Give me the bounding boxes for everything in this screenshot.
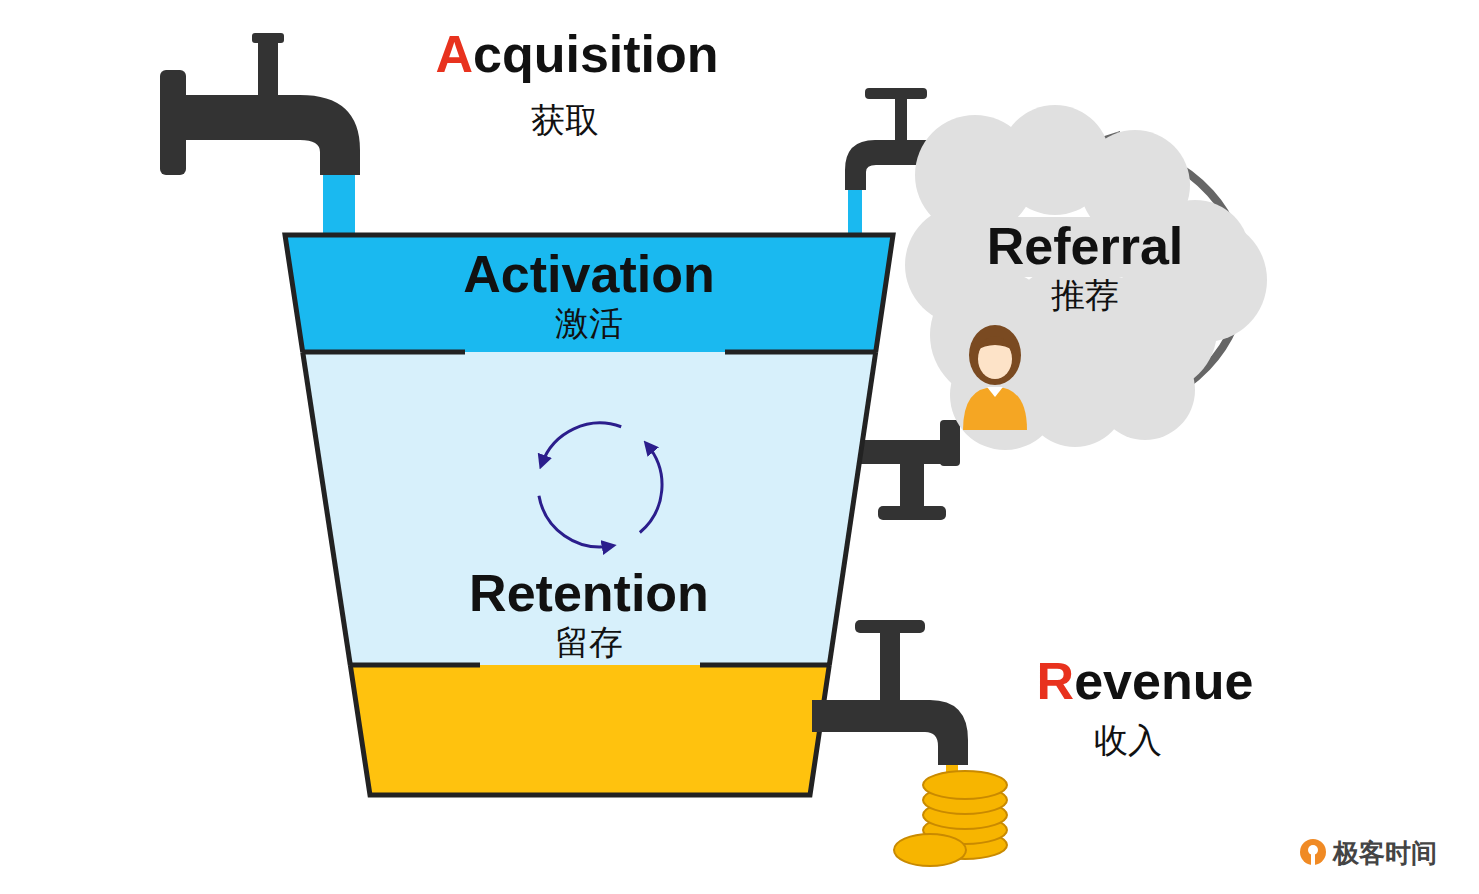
stage-name-zh: 留存	[302, 624, 876, 661]
revenue-band	[350, 665, 829, 795]
text-group: Activation激活	[285, 245, 893, 342]
person-icon	[963, 325, 1027, 430]
bucket-line	[303, 350, 465, 355]
referral-tap	[855, 420, 960, 520]
cycle-arrow	[542, 423, 621, 464]
band-fill	[285, 235, 893, 352]
text-group: Retention留存	[302, 564, 876, 661]
water-stream	[848, 190, 862, 237]
band-fill	[303, 352, 876, 665]
coins	[894, 765, 1007, 866]
retention-band: Retention留存	[302, 352, 876, 665]
watermark: 极客时间	[1333, 836, 1437, 871]
stage-name: Acquisition	[435, 25, 718, 85]
cloud-puff	[1095, 340, 1195, 440]
stage-name: Retention	[302, 564, 876, 624]
stage-name-zh: 推荐	[905, 277, 1265, 314]
bucket-line	[303, 352, 351, 665]
revenue-faucet	[812, 620, 968, 765]
activation-band: Activation激活	[285, 235, 893, 352]
text-group: Referral推荐	[905, 217, 1265, 314]
acquisition-faucet	[160, 33, 360, 175]
stage-name: Referral	[905, 217, 1265, 277]
stage-name-zh: 激活	[285, 305, 893, 342]
bucket-outline	[350, 665, 829, 795]
bucket-line	[285, 235, 893, 352]
cycle-arrow	[539, 496, 611, 547]
bucket-line	[350, 663, 480, 668]
referral-cloud: Referral推荐	[905, 105, 1265, 450]
bucket-line	[700, 663, 829, 668]
watermark-icon	[1300, 839, 1326, 866]
water-stream	[323, 175, 355, 237]
cycle-arrow	[640, 445, 662, 532]
stage-name: Revenue	[1037, 652, 1254, 712]
bucket-line	[829, 352, 875, 665]
stage-name-zh: 获取	[531, 102, 599, 139]
stage-name: Activation	[285, 245, 893, 305]
stage-name-zh: 收入	[1094, 722, 1162, 759]
bucket-line	[725, 350, 876, 355]
